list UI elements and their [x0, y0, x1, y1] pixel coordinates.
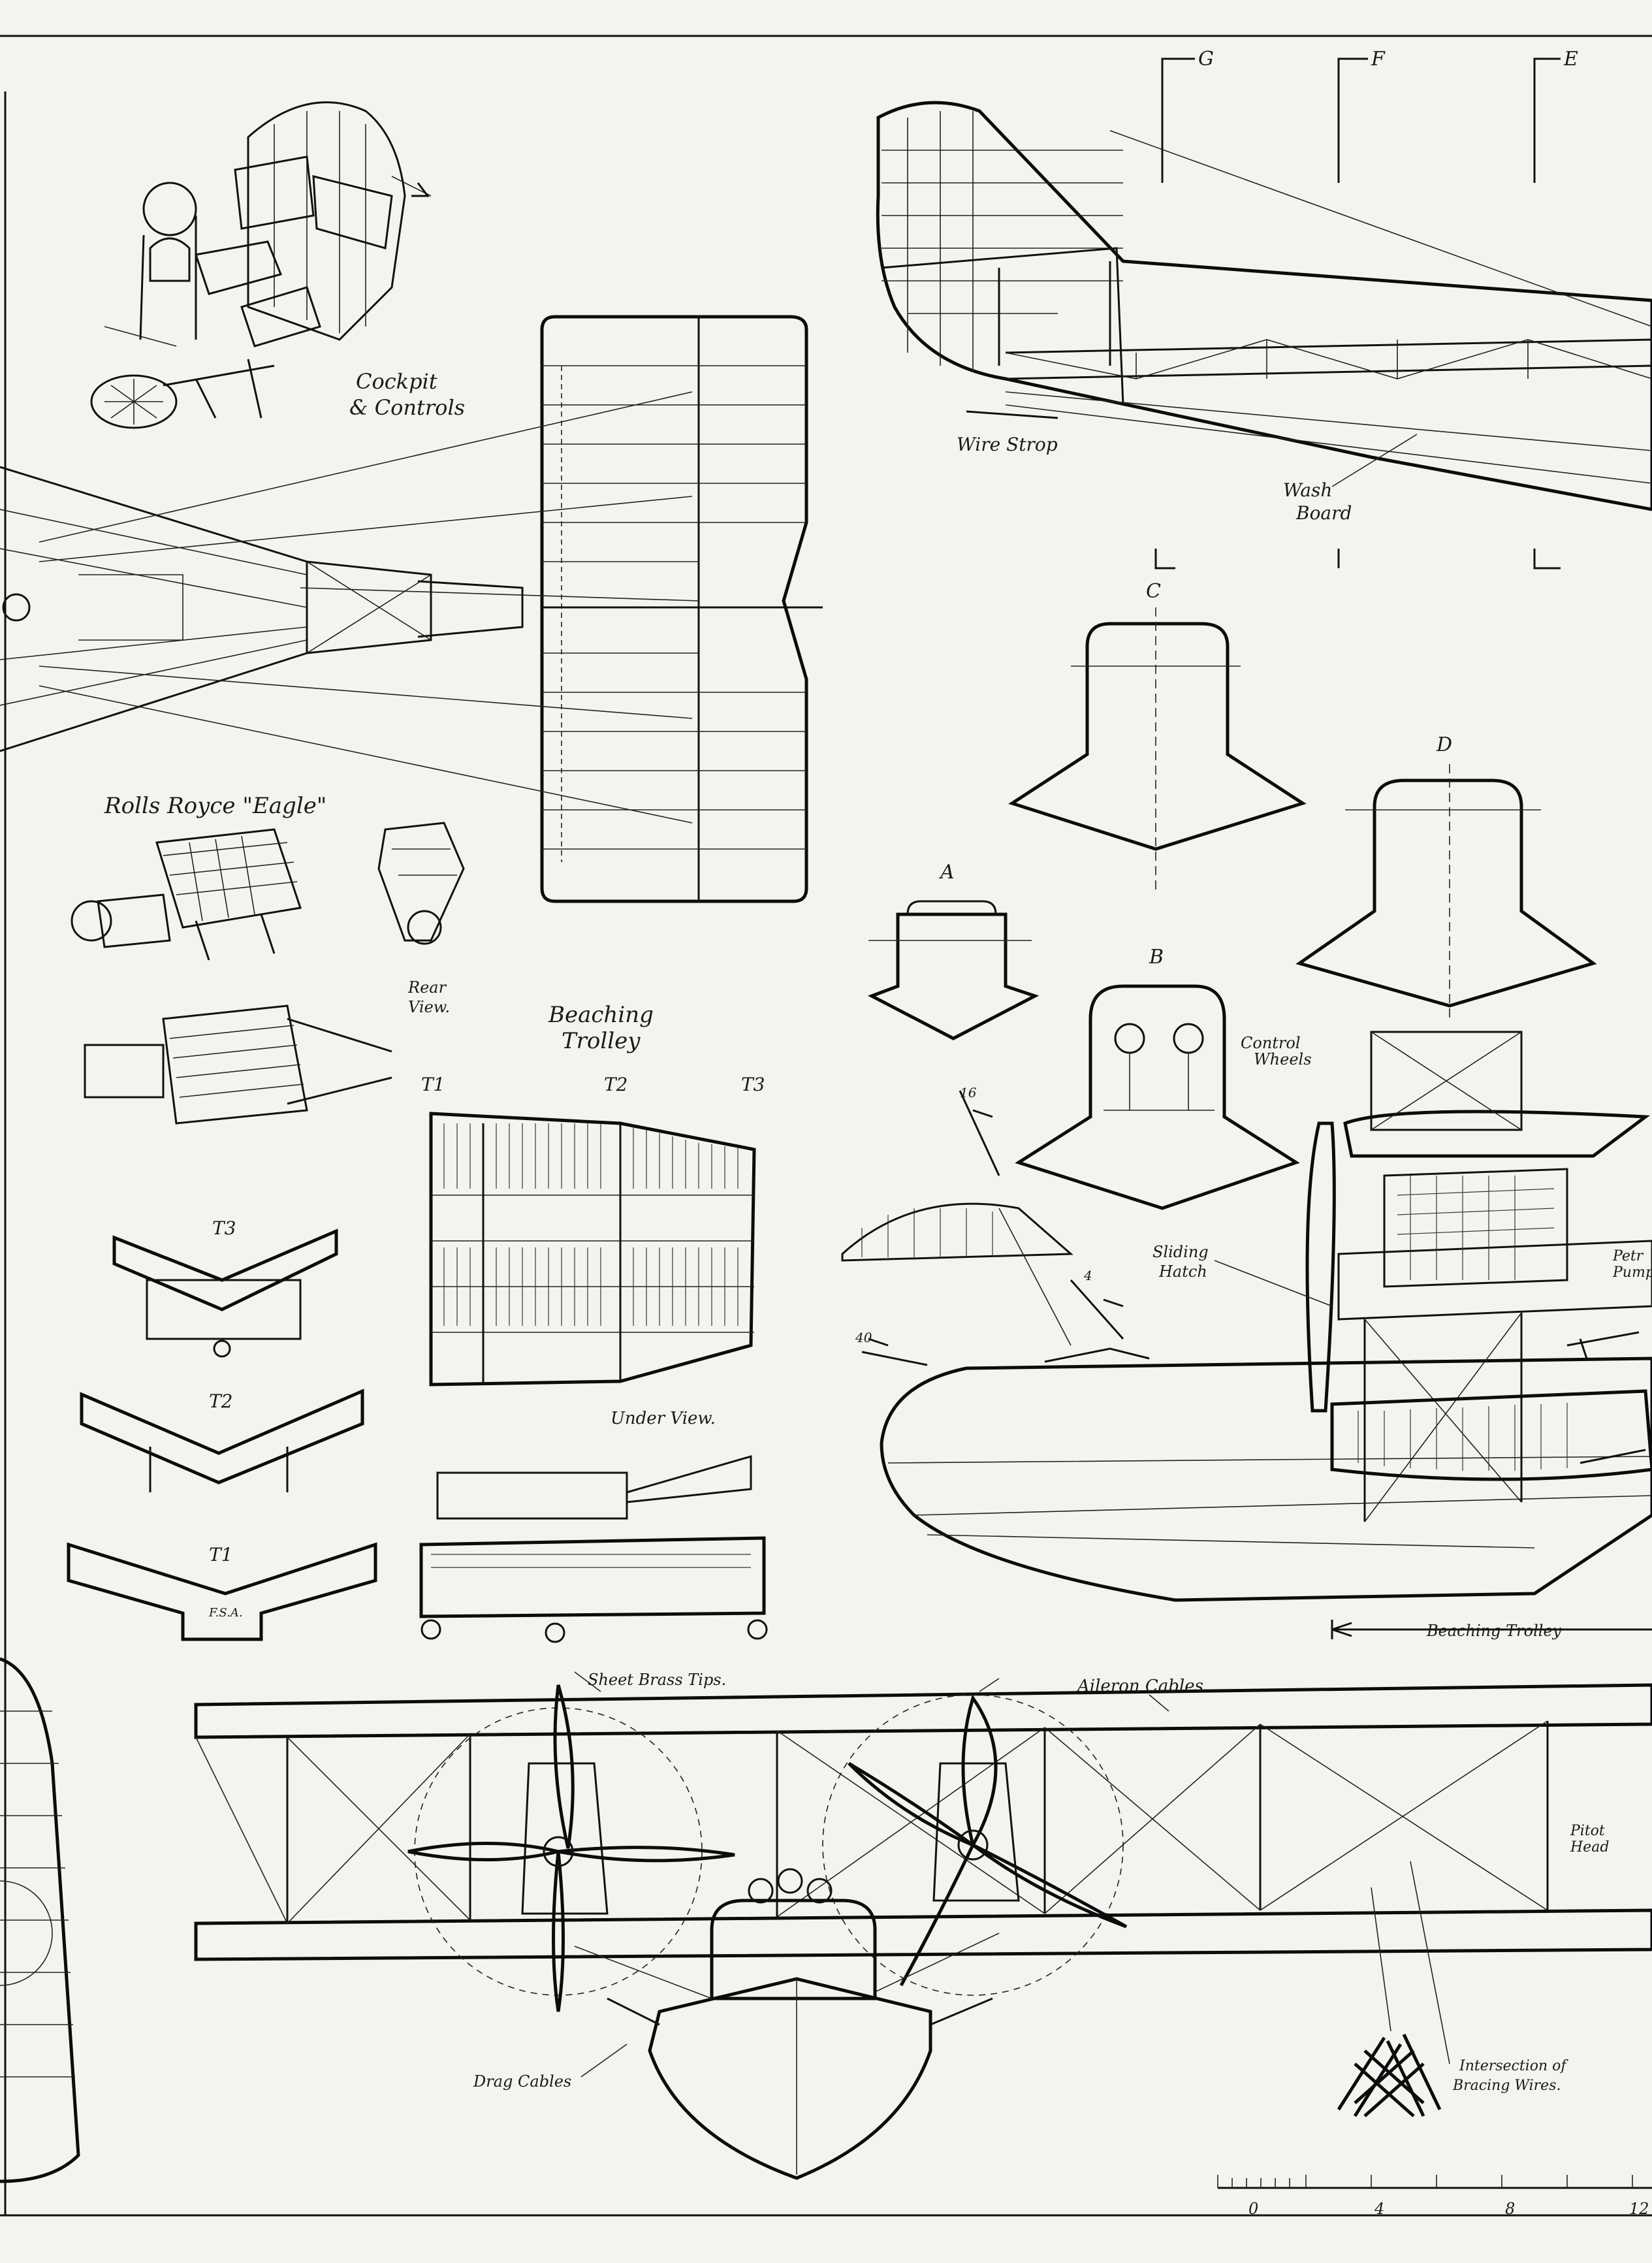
hull-engine-elevation: Sliding Hatch Petr Pump 40 4 16 Beaching… — [841, 1031, 1652, 1640]
intersection-label-2: Bracing Wires. — [1452, 2078, 1561, 2094]
left-wing-fragment — [0, 1657, 80, 2183]
bracing-wire-intersection: Intersection of Bracing Wires. — [1337, 1861, 1568, 2117]
gun-mark-40: 40 — [855, 1330, 872, 1345]
aileron-cables-label: Aileron Cables — [1076, 1677, 1203, 1696]
section-c-mark: C — [1146, 580, 1161, 603]
stamp-text: F.S.A. — [208, 1606, 243, 1620]
pitot-head-label-2: Head — [1570, 1839, 1609, 1855]
drag-cables-label: Drag Cables — [473, 2072, 571, 2091]
t1-label: T1 — [209, 1544, 233, 1565]
sheet-brass-tips-label: Sheet Brass Tips. — [588, 1671, 726, 1689]
wash-board-label-2: Board — [1295, 502, 1352, 524]
scale-tick-8: 8 — [1505, 2200, 1515, 2218]
trolley-t2-mark: T2 — [604, 1074, 628, 1095]
section-d-mark: D — [1436, 733, 1452, 756]
pitot-head-label: Pitot — [1570, 1823, 1605, 1839]
under-view-label: Under View. — [611, 1409, 716, 1428]
tailplane-plan-view — [39, 315, 823, 903]
t2-label: T2 — [209, 1390, 233, 1412]
intersection-label: Intersection of — [1459, 2058, 1568, 2074]
cockpit-label: Cockpit — [356, 369, 437, 394]
sliding-hatch-label: Sliding — [1152, 1243, 1209, 1261]
gun-mark-4: 4 — [1083, 1268, 1092, 1283]
wire-strop-label: Wire Strop — [957, 434, 1058, 455]
section-cut-markers: G F E C D A B — [938, 48, 1578, 969]
control-wheels-label-2: Wheels — [1254, 1050, 1312, 1068]
trolley-slats — [443, 1123, 739, 1326]
beaching-trolley-drawings: Beaching Trolley T1 T2 T3 Under View. T3… — [67, 1002, 768, 1643]
hull-side-elevation: Wire Strop Wash Board — [876, 101, 1652, 524]
gun-mark-16: 16 — [960, 1085, 977, 1100]
trolley-t1-mark: T1 — [421, 1074, 445, 1095]
sliding-hatch-label-2: Hatch — [1158, 1262, 1207, 1281]
petrol-pump-label-2: Pump — [1612, 1264, 1652, 1281]
section-e-mark: E — [1563, 48, 1578, 71]
section-a-mark: A — [938, 861, 955, 884]
section-f-mark: F — [1371, 48, 1386, 71]
engine-sketches: Rolls Royce "Eagle" Rear View. — [71, 793, 465, 1125]
t3-label: T3 — [212, 1217, 236, 1239]
cockpit-sketch: Cockpit & Controls — [90, 101, 465, 429]
rear-view-label: Rear — [407, 978, 447, 997]
section-g-mark: G — [1198, 48, 1214, 71]
hull-cross-sections: Control Wheels — [867, 607, 1597, 1210]
beaching-trolley-title-2: Trolley — [562, 1028, 641, 1054]
trolley-t3-mark: T3 — [741, 1074, 765, 1095]
fuselage-tail-fragment — [0, 466, 524, 752]
section-b-mark: B — [1149, 946, 1164, 969]
scale-tick-4: 4 — [1374, 2200, 1384, 2218]
scale-bar: 0 4 8 12 — [1217, 2175, 1652, 2218]
scale-tick-12: 12 — [1629, 2200, 1649, 2218]
scale-tick-0: 0 — [1248, 2200, 1258, 2218]
petrol-pump-label: Petr — [1612, 1248, 1644, 1264]
front-elevation: Sheet Brass Tips. Aileron Cables Pitot H… — [194, 1671, 1652, 2180]
engine-label: Rolls Royce "Eagle" — [104, 793, 326, 819]
wash-board-label: Wash — [1283, 479, 1332, 501]
beaching-trolley-dim-label: Beaching Trolley — [1426, 1622, 1562, 1640]
controls-label: & Controls — [349, 395, 465, 420]
rear-view-label-2: View. — [408, 998, 450, 1016]
beaching-trolley-title: Beaching — [548, 1002, 654, 1028]
control-wheels-label: Control — [1241, 1034, 1301, 1052]
